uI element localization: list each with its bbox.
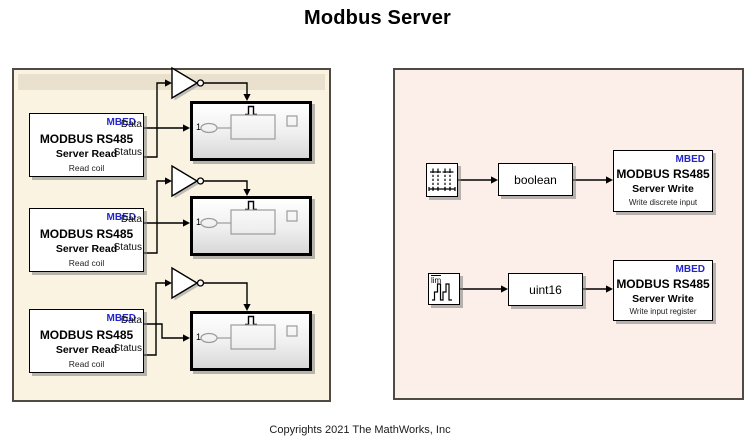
wire-arrowheads xyxy=(165,79,613,342)
inport-number: 1 xyxy=(196,217,202,227)
wire-status-3[interactable] xyxy=(144,282,166,356)
pulse-stem-icon xyxy=(428,168,456,191)
port-label-data: Data xyxy=(120,214,142,225)
modbus-read-block-2[interactable]: MBED Data MODBUS RS485 Server Read Statu… xyxy=(29,208,144,272)
port-label-status: Status xyxy=(113,242,142,253)
boolean-conversion-block[interactable]: boolean xyxy=(498,163,573,196)
subsystem-content-preview xyxy=(200,114,298,140)
block-title: MODBUS RS485 xyxy=(39,328,134,342)
block-title: MODBUS RS485 xyxy=(616,277,710,291)
not-gate-2[interactable] xyxy=(171,164,205,199)
inport-number: 1 xyxy=(196,122,202,132)
port-label-data: Data xyxy=(120,119,142,130)
block-caption: Read coil xyxy=(68,258,105,268)
mbed-badge: MBED xyxy=(675,154,705,165)
conversion-label: boolean xyxy=(514,172,557,187)
inport-number: 1 xyxy=(196,332,202,342)
port-label-status: Status xyxy=(113,147,142,158)
block-caption: Write discrete input xyxy=(628,198,698,207)
copyright-text: Copyrights 2021 The MathWorks, Inc xyxy=(269,424,451,436)
model-title: Modbus Server xyxy=(303,7,452,29)
limit-label: lim xyxy=(431,275,442,285)
block-caption: Read coil xyxy=(68,359,105,369)
port-label-status: Status xyxy=(113,343,142,354)
port-label-data: Data xyxy=(120,315,142,326)
counter-limited-icon xyxy=(432,283,452,301)
subsystem-content-preview xyxy=(200,324,298,350)
wire-trigger-2[interactable] xyxy=(203,180,248,190)
write-area-panel[interactable] xyxy=(393,68,744,400)
block-title: MODBUS RS485 xyxy=(39,132,134,146)
block-title: MODBUS RS485 xyxy=(616,167,710,181)
block-caption: Write input register xyxy=(629,307,697,316)
mbed-badge: MBED xyxy=(675,264,705,275)
mbed-badge: MBED xyxy=(106,117,136,128)
wire-data-3[interactable] xyxy=(144,323,184,339)
wire-trigger-3[interactable] xyxy=(203,282,248,305)
block-subtitle: Server Read xyxy=(55,243,118,255)
block-subtitle: Server Read xyxy=(55,344,118,356)
block-title: MODBUS RS485 xyxy=(39,227,134,241)
block-subtitle: Server Write xyxy=(632,293,694,305)
wire-status-2[interactable] xyxy=(144,180,166,254)
not-gate-1[interactable] xyxy=(171,66,205,101)
counter-limited-source-block[interactable]: lim xyxy=(428,273,460,305)
uint16-conversion-block[interactable]: uint16 xyxy=(508,273,583,306)
triggered-subsystem-2[interactable]: 1 xyxy=(190,196,312,256)
subsystem-content-preview xyxy=(200,209,298,235)
block-subtitle: Server Write xyxy=(632,183,694,195)
modbus-read-block-3[interactable]: MBED Data MODBUS RS485 Server Read Statu… xyxy=(29,309,144,373)
modbus-write-block-2[interactable]: MBED MODBUS RS485 Server Write Write inp… xyxy=(613,260,713,321)
pulse-input-source-block[interactable] xyxy=(426,163,458,197)
wire-status-1[interactable] xyxy=(144,82,166,158)
wire-trigger-1[interactable] xyxy=(203,82,248,95)
mbed-badge: MBED xyxy=(106,212,136,223)
block-caption: Read coil xyxy=(68,163,105,173)
modbus-write-block-1[interactable]: MBED MODBUS RS485 Server Write Write dis… xyxy=(613,150,713,212)
triggered-subsystem-3[interactable]: 1 xyxy=(190,311,312,371)
not-gate-3[interactable] xyxy=(171,266,205,301)
mbed-badge: MBED xyxy=(106,313,136,324)
conversion-label: uint16 xyxy=(529,282,562,297)
modbus-read-block-1[interactable]: MBED Data MODBUS RS485 Server Read Statu… xyxy=(29,113,144,177)
block-subtitle: Server Read xyxy=(55,148,118,160)
triggered-subsystem-1[interactable]: 1 xyxy=(190,101,312,161)
